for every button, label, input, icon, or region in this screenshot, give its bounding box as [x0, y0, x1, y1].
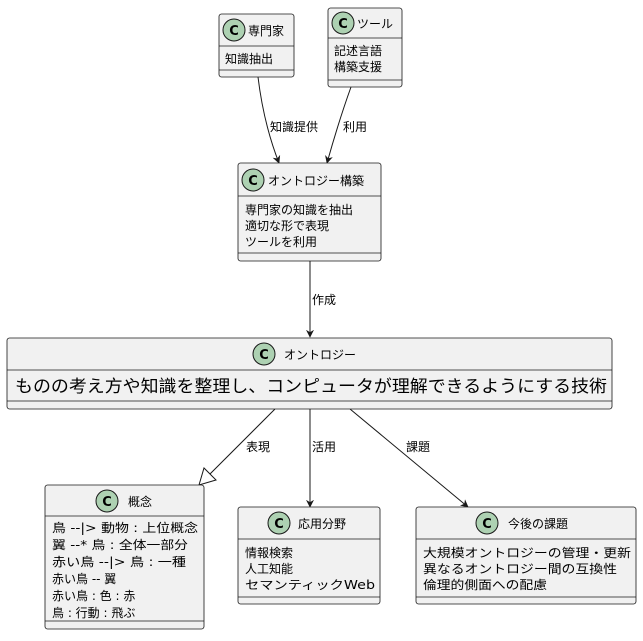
edge-label-use: 利用 [343, 120, 367, 134]
generalization-arrowhead [198, 467, 217, 486]
class-name: オントロジー [284, 348, 356, 362]
class-stereotype-icon [95, 489, 119, 513]
class-member: 倫理的側面への配慮 [423, 577, 547, 592]
class-name: ツール [357, 17, 393, 31]
class-member: 記述言語 [334, 43, 382, 58]
class-name: 専門家 [248, 23, 284, 38]
class-member: 鳥 : 行動 : 飛ぶ [52, 605, 135, 620]
class-member: 赤い鳥 -- 翼 [52, 571, 116, 586]
edge-label-issues: 課題 [406, 439, 430, 454]
class-expert: C 専門家 知識抽出 [218, 13, 295, 78]
edge-ontology-to-application: 活用 [306, 409, 336, 508]
edge-label-representation: 表現 [246, 440, 270, 454]
class-member: 人工知能 [245, 562, 293, 576]
class-member: セマンティックWeb [245, 578, 375, 592]
class-member: 適切な形で表現 [245, 218, 329, 233]
class-member: 赤い鳥 --|> 鳥 : 一種 [52, 554, 186, 569]
svg-text:C: C [274, 517, 284, 532]
class-name: オントロジー構築 [268, 173, 364, 188]
class-stereotype-icon [252, 342, 276, 366]
class-stereotype-icon [475, 511, 499, 535]
class-member: 翼 --* 鳥 : 全体一部分 [52, 537, 188, 552]
class-member: 異なるオントロジー間の互換性 [423, 562, 617, 576]
class-stereotype-icon [267, 511, 291, 535]
svg-text:C: C [482, 517, 492, 532]
class-member: 赤い鳥 : 色 : 赤 [52, 588, 135, 603]
edge-label-knowledge-provision: 知識提供 [270, 119, 318, 134]
class-future-issues: C 今後の課題 大規模オントロジーの管理・更新 異なるオントロジー間の互換性 倫… [415, 506, 637, 605]
class-stereotype-icon [222, 18, 246, 42]
class-member: 鳥 --|> 動物 : 上位概念 [52, 520, 198, 535]
svg-text:C: C [229, 24, 239, 39]
svg-text:C: C [248, 174, 258, 189]
class-member: 構築支援 [334, 59, 382, 74]
class-member: ものの考え方や知識を整理し、コンピュータが理解できるようにする技術 [15, 376, 607, 396]
class-name: 応用分野 [298, 517, 346, 531]
class-member: ツールを利用 [245, 235, 317, 249]
class-application-fields: C 応用分野 情報検索 人工知能 セマンティックWeb [237, 506, 381, 605]
edge-construction-to-ontology: 作成 [306, 261, 336, 338]
edge-tool-to-construction: 利用 [325, 86, 367, 164]
class-stereotype-icon [331, 11, 355, 35]
class-member: 専門家の知識を抽出 [245, 202, 353, 217]
svg-text:C: C [338, 17, 348, 32]
class-member: 情報検索 [245, 546, 293, 560]
edge-expert-to-construction: 知識提供 [257, 76, 318, 164]
class-member: 大規模オントロジーの管理・更新 [423, 545, 631, 560]
class-tool: C ツール 記述言語 構築支援 [327, 7, 403, 88]
class-ontology: C オントロジー ものの考え方や知識を整理し、コンピュータが理解できるようにする… [6, 337, 613, 410]
edge-ontology-to-future: 課題 [349, 408, 469, 508]
edge-ontology-to-concept: 表現 [198, 408, 276, 486]
class-concept: C 概念 鳥 --|> 動物 : 上位概念 翼 --* 鳥 : 全体一部分 赤い… [44, 484, 205, 630]
class-name: 今後の課題 [508, 516, 568, 531]
class-member: 知識抽出 [225, 52, 273, 66]
class-ontology-construction: C オントロジー構築 専門家の知識を抽出 適切な形で表現 ツールを利用 [237, 162, 382, 262]
class-name: 概念 [128, 494, 152, 509]
svg-text:C: C [102, 495, 112, 510]
class-stereotype-icon [241, 168, 265, 192]
edge-label-creation: 作成 [312, 293, 336, 307]
svg-text:C: C [259, 348, 269, 363]
edge-label-utilization: 活用 [312, 440, 336, 454]
